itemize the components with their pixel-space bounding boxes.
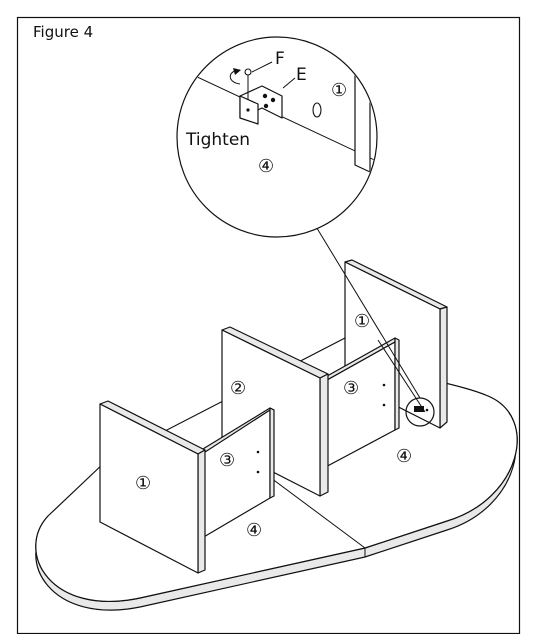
figure-title: Figure 4 [33,23,93,41]
bracket-label: E [296,65,307,85]
detail-callout: F E ① Tighten ④ [177,37,400,237]
screw-label: F [275,49,285,69]
detail-base-label: ④ [258,156,274,177]
detail-panel-label: ① [331,80,347,101]
left-shelf-number: ③ [219,450,235,471]
left-base-number: ④ [246,520,262,541]
right-side-panel-number: ① [354,311,370,332]
left-side-panel-number: ① [135,473,151,494]
center-panel-number: ② [230,378,246,399]
tighten-label: Tighten [185,130,250,150]
right-shelf-number: ③ [343,378,359,399]
right-base-number: ④ [396,446,412,467]
